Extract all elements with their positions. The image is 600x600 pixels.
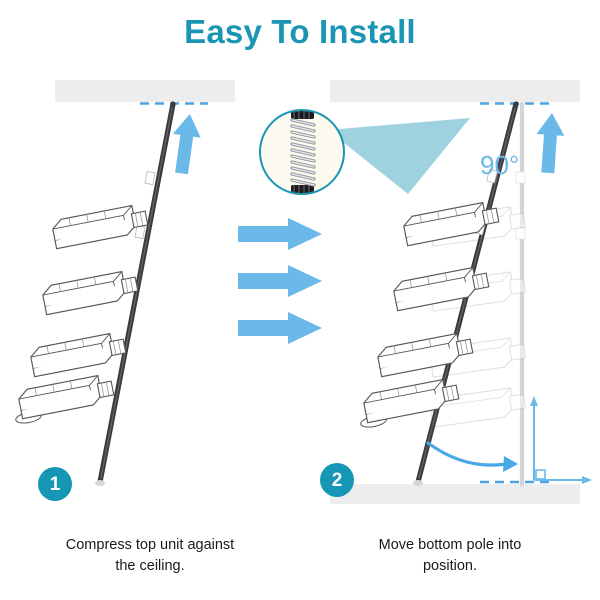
ghost-pole-joint [515, 171, 526, 184]
curved-rotation-arrow [426, 441, 518, 472]
shelf-basket [403, 201, 500, 247]
shelf-basket [30, 332, 127, 378]
pole-foot [413, 480, 423, 486]
spring-detail-callout [258, 108, 470, 196]
callout-svg [259, 109, 470, 195]
step-number-badge-1: 1 [38, 467, 72, 501]
page-title: Easy To Install [184, 13, 416, 50]
step-2-illustration: 90° [300, 60, 600, 520]
step-number-1: 1 [49, 473, 61, 495]
right-arrow-icon [238, 312, 322, 344]
ceiling-surface [330, 80, 580, 102]
callout-cone [328, 118, 470, 194]
up-arrow-icon [172, 113, 201, 175]
step-2-caption: Move bottom pole into position. [310, 535, 590, 577]
tension-pole [95, 101, 176, 486]
up-arrow-icon [536, 112, 565, 174]
ceiling-surface [55, 80, 235, 102]
spring-detail-icon [290, 111, 316, 193]
step-1-illustration [0, 60, 300, 520]
step-1-svg [15, 80, 235, 486]
step-1-caption-line-1: Compress top unit against [65, 537, 235, 553]
step-number-badge-2: 2 [320, 463, 354, 497]
step-2-panel: 90° 2 Move bottom pole into position. [300, 60, 600, 600]
right-arrow-icon [238, 265, 322, 297]
right-arrow-icon [238, 218, 322, 250]
transition-arrows [238, 218, 328, 348]
step-2-caption-line-1: Move bottom pole into [378, 537, 522, 553]
pole-joint [486, 168, 498, 184]
right-angle-square [535, 469, 546, 480]
step-number-2: 2 [331, 469, 343, 491]
step-1-caption: Compress top unit against the ceiling. [10, 535, 290, 577]
floor-surface [330, 484, 580, 504]
angle-label: 90° [480, 150, 520, 180]
shelf-basket [42, 270, 139, 316]
step-1-panel: 1 Compress top unit against the ceiling. [0, 60, 300, 600]
shelf-basket [377, 332, 474, 378]
right-angle-indicator [530, 396, 592, 484]
ghost-shelf-basket [429, 387, 526, 428]
step-2-caption-line-2: position. [422, 558, 477, 575]
step-2-svg [330, 80, 592, 504]
shelf-basket [15, 374, 115, 424]
ghost-pole-joint [515, 227, 526, 240]
shelf-basket [52, 204, 149, 250]
pole-foot [95, 480, 105, 486]
shelf-basket [393, 266, 490, 312]
step-1-caption-line-2: the ceiling. [115, 558, 185, 575]
pole-joint [144, 170, 156, 186]
transition-arrows-svg [238, 218, 322, 344]
shelf-basket [360, 378, 460, 428]
